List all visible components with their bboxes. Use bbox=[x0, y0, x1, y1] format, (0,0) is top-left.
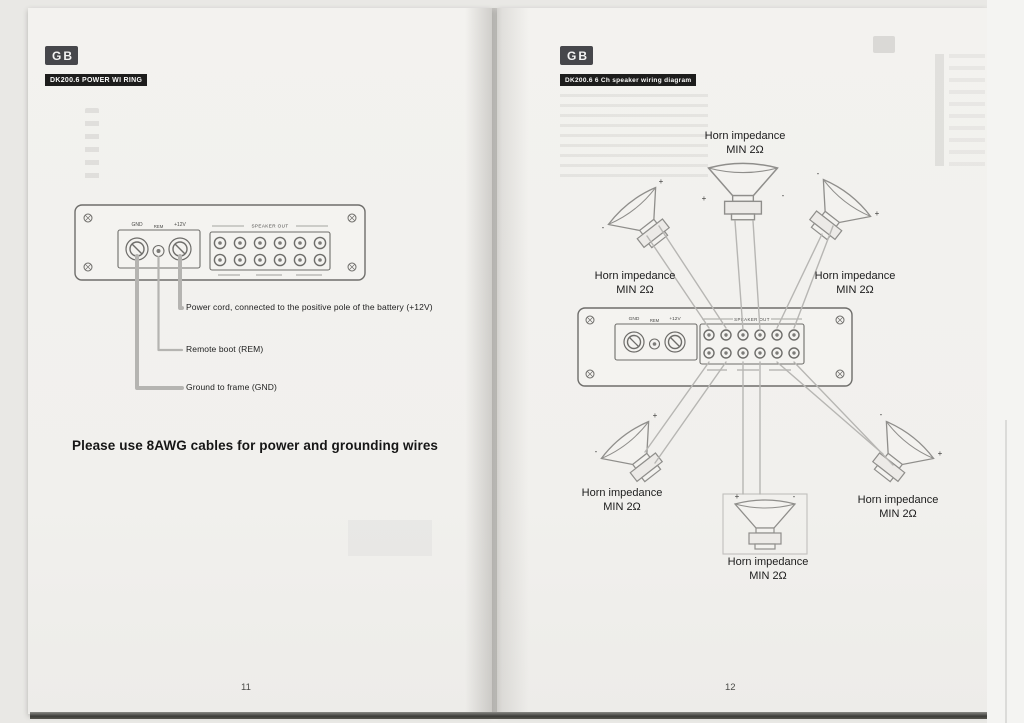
power-terminal-block bbox=[614, 323, 698, 361]
language-badge: GB bbox=[560, 46, 593, 65]
page-number-right: 12 bbox=[725, 682, 736, 693]
polarity-minus: - bbox=[782, 191, 785, 200]
speaker-enclosure-outline bbox=[722, 493, 808, 555]
corner-screws bbox=[83, 213, 357, 272]
polarity-plus: + bbox=[735, 492, 740, 501]
wire bbox=[658, 225, 727, 329]
horn-label-line1: Horn impedance bbox=[857, 494, 939, 506]
horn-impedance-label: Horn impedance MIN 2Ω bbox=[793, 269, 917, 298]
annotation-remote-boot: Remote boot (REM) bbox=[186, 344, 264, 354]
book-bottom-edge bbox=[30, 712, 987, 719]
speaker-bottom-right bbox=[858, 417, 937, 495]
rem-terminal-label: REM bbox=[154, 224, 164, 229]
speaker-mid-right bbox=[795, 175, 874, 253]
horn-impedance-label: Horn impedance MIN 2Ω bbox=[706, 555, 830, 584]
polarity-minus: - bbox=[602, 223, 605, 232]
horn-label-line1: Horn impedance bbox=[727, 556, 809, 568]
section-title-bar: DK200.6 6 Ch speaker wiring diagram bbox=[560, 74, 697, 86]
wire bbox=[776, 361, 884, 455]
horn-impedance-label: Horn impedance MIN 2Ω bbox=[573, 269, 697, 298]
horn-label-line2: MIN 2Ω bbox=[836, 284, 874, 297]
polarity-plus: + bbox=[875, 209, 880, 218]
power-wires bbox=[135, 254, 184, 390]
amplifier-drawing bbox=[74, 204, 366, 281]
horn-label-line1: Horn impedance bbox=[594, 270, 676, 282]
polarity-minus: - bbox=[817, 169, 820, 178]
amplifier-drawing bbox=[577, 307, 853, 387]
section-title-bar: DK200.6 POWER WI RING bbox=[45, 74, 148, 86]
polarity-minus: - bbox=[880, 410, 883, 419]
annotation-power-cord: Power cord, connected to the positive po… bbox=[186, 302, 433, 312]
wire-plus12v bbox=[178, 254, 184, 310]
horn-impedance-label: Horn impedance MIN 2Ω bbox=[683, 129, 807, 158]
horn-impedance-label: Horn impedance MIN 2Ω bbox=[836, 493, 960, 522]
annotation-ground: Ground to frame (GND) bbox=[186, 382, 277, 392]
rem-terminal-label: REM bbox=[650, 318, 660, 323]
polarity-minus: - bbox=[595, 447, 598, 456]
language-badge: GB bbox=[45, 46, 78, 65]
polarity-plus: + bbox=[938, 449, 943, 458]
horn-label-line2: MIN 2Ω bbox=[616, 284, 654, 297]
speaker-top-center bbox=[707, 162, 779, 221]
wire bbox=[654, 361, 727, 464]
speaker-bottom-left bbox=[598, 417, 677, 495]
page-right: GND REM +12V SPEAKER OUT + - + - + bbox=[497, 8, 987, 714]
wire-rem bbox=[157, 255, 184, 352]
speaker-out-terminals bbox=[699, 318, 805, 371]
horn-label-line2: MIN 2Ω bbox=[726, 144, 764, 157]
speaker-bottom-center bbox=[734, 499, 796, 550]
gnd-terminal-label: GND bbox=[131, 222, 143, 228]
wire-gnd bbox=[135, 254, 184, 390]
speaker-out-label: SPEAKER OUT bbox=[734, 317, 770, 322]
horn-label-line1: Horn impedance bbox=[581, 487, 663, 499]
polarity-plus: + bbox=[653, 411, 658, 420]
corner-screws bbox=[585, 315, 845, 379]
12v-terminal-label: +12V bbox=[174, 222, 186, 228]
wire bbox=[734, 220, 744, 331]
speakers bbox=[598, 162, 937, 555]
page-left: GND REM +12V SPEAKER OUT GB DK200.6 POWE… bbox=[28, 8, 492, 714]
wire bbox=[793, 225, 834, 329]
page-number-left: 11 bbox=[241, 682, 251, 693]
polarity-plus: + bbox=[659, 177, 664, 186]
wire bbox=[752, 220, 761, 331]
polarity-plus: + bbox=[702, 194, 707, 203]
horn-label-line2: MIN 2Ω bbox=[603, 501, 641, 514]
wire bbox=[644, 361, 710, 453]
speaker-wires bbox=[644, 220, 894, 495]
speaker-out-terminals bbox=[209, 225, 331, 276]
horn-label-line1: Horn impedance bbox=[704, 130, 786, 142]
polarity-minus: - bbox=[793, 492, 796, 501]
horn-label-line2: MIN 2Ω bbox=[749, 570, 787, 583]
scanner-crease-line bbox=[1005, 420, 1007, 723]
power-wiring-diagram: GND REM +12V SPEAKER OUT bbox=[74, 204, 366, 390]
speaker-mid-left bbox=[605, 183, 684, 261]
speaker-wiring-diagram: GND REM +12V SPEAKER OUT + - + - + bbox=[577, 162, 943, 555]
cable-gauge-note: Please use 8AWG cables for power and gro… bbox=[72, 438, 439, 453]
speaker-out-label: SPEAKER OUT bbox=[251, 224, 288, 229]
wire bbox=[776, 233, 823, 329]
gnd-terminal-label: GND bbox=[629, 316, 640, 322]
12v-terminal-label: +12V bbox=[669, 316, 681, 322]
scanner-background bbox=[987, 0, 1024, 723]
horn-label-line2: MIN 2Ω bbox=[879, 508, 917, 521]
horn-label-line1: Horn impedance bbox=[814, 270, 896, 282]
wire bbox=[646, 235, 710, 329]
horn-impedance-label: Horn impedance MIN 2Ω bbox=[560, 486, 684, 515]
wire bbox=[793, 361, 894, 466]
